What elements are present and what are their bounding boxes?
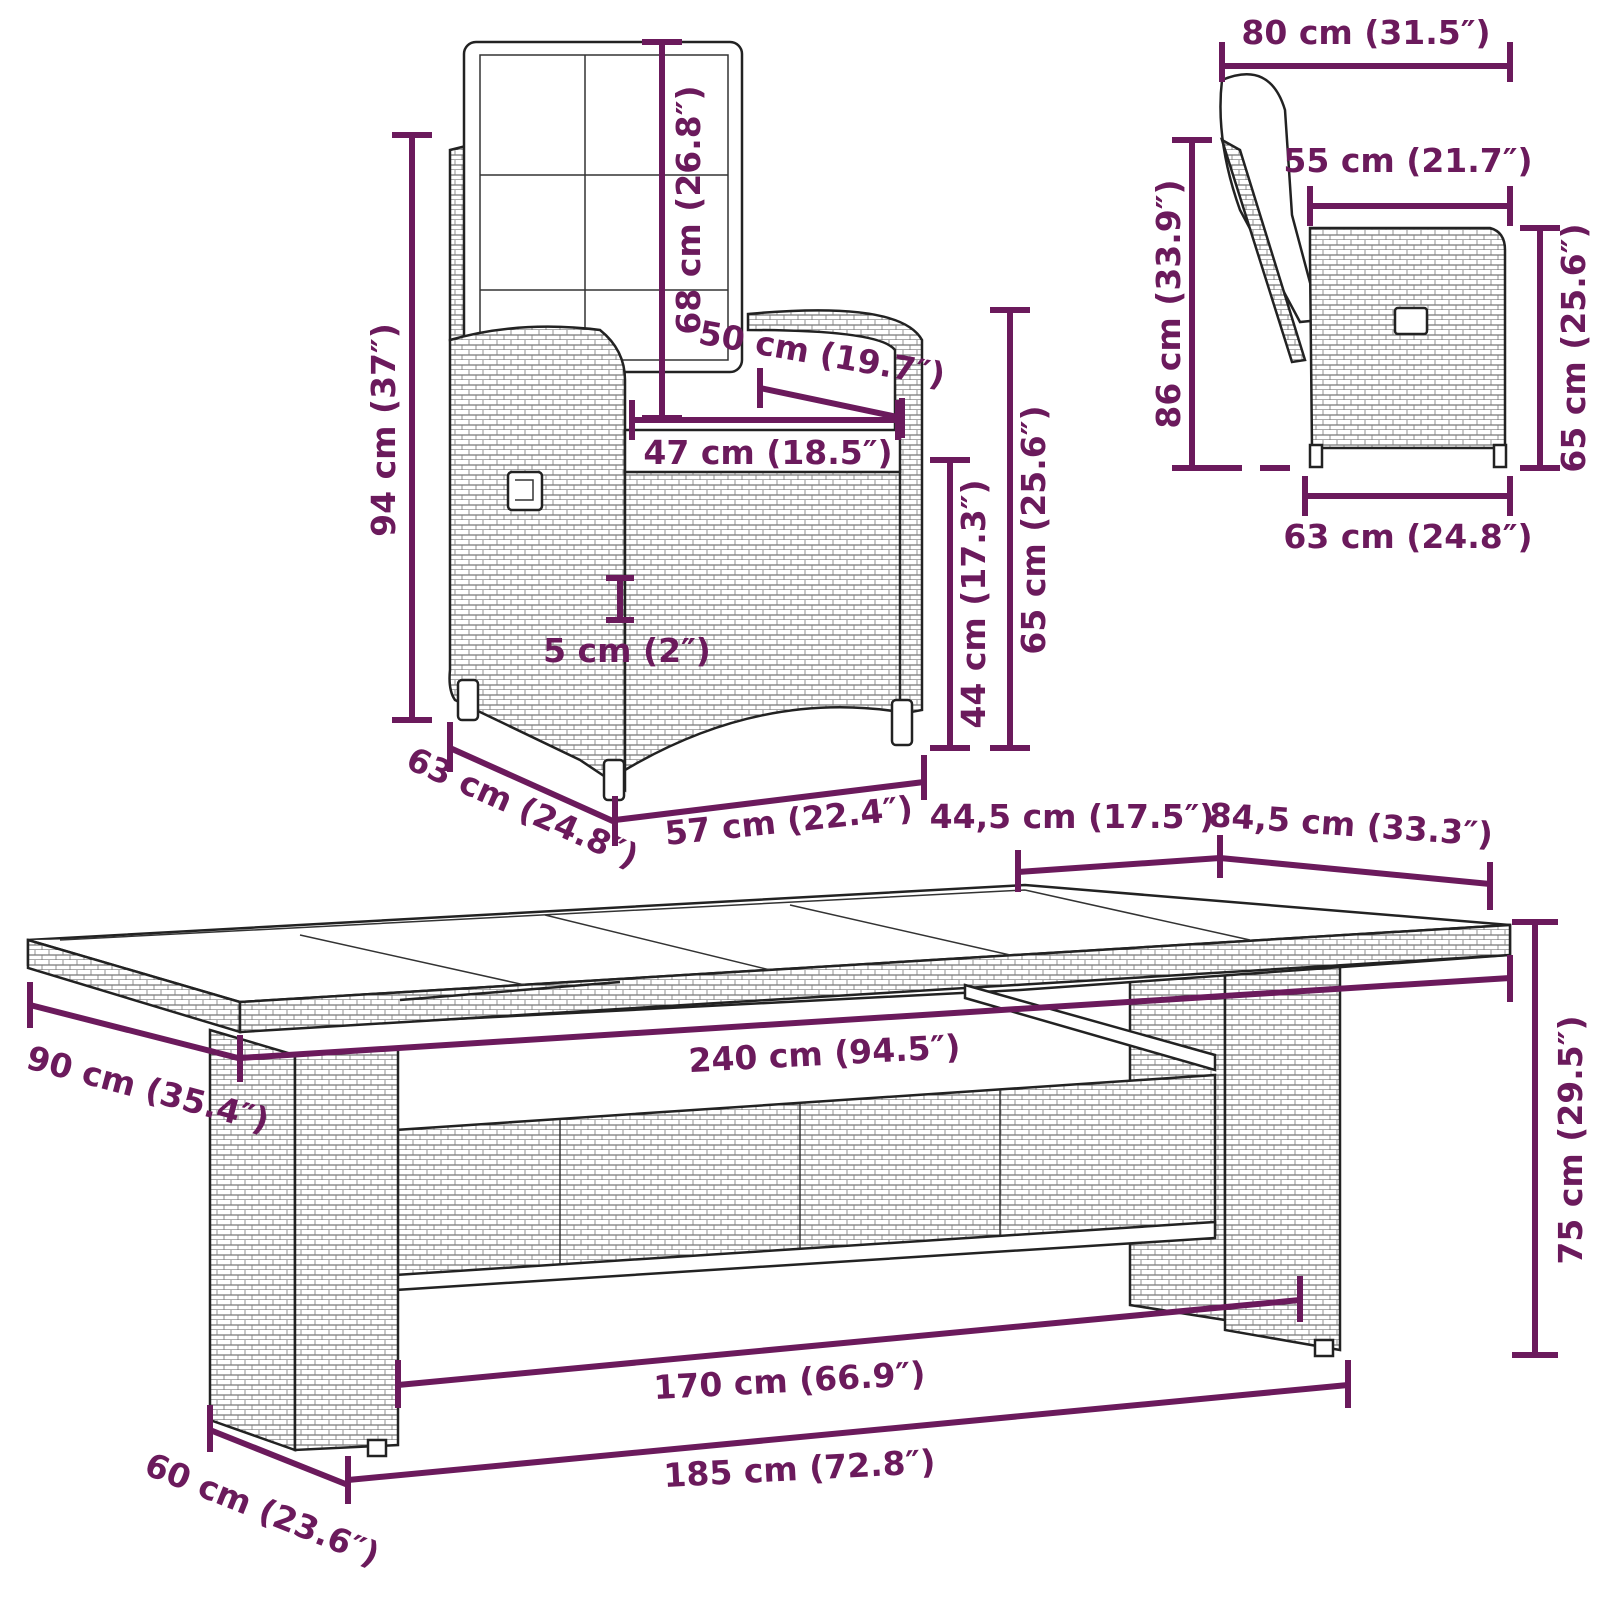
recline-handle-side-icon <box>1393 306 1429 336</box>
base-length-label: 185 cm (72.8″) <box>662 1442 936 1495</box>
chair-height-label: 94 cm (37″) <box>364 323 403 537</box>
glass-panel-width-label: 44,5 cm (17.5″) <box>930 797 1215 836</box>
table-drawing <box>26 883 1512 1458</box>
seat-width-label: 47 cm (18.5″) <box>643 433 892 472</box>
backrest-height-label: 68 cm (26.8″) <box>669 85 708 334</box>
inner-leg-span-label: 170 cm (66.9″) <box>652 1354 926 1407</box>
armrest-height-label: 65 cm (25.6″) <box>1014 405 1053 654</box>
recline-seat-depth-label: 55 cm (21.7″) <box>1283 141 1532 180</box>
recline-armrest-height-label: 65 cm (25.6″) <box>1554 223 1593 472</box>
chair-side-drawing <box>1219 73 1508 469</box>
recline-length-label: 80 cm (31.5″) <box>1241 13 1490 52</box>
table-length-label: 240 cm (94.5″) <box>687 1027 961 1080</box>
chair-side-dimensions: 80 cm (31.5″) 55 cm (21.7″) 86 cm (33.9″… <box>1149 13 1593 556</box>
seat-height-label: 44 cm (17.3″) <box>954 479 993 728</box>
recline-base-depth-label: 63 cm (24.8″) <box>1283 517 1532 556</box>
recline-height-label: 86 cm (33.9″) <box>1149 179 1188 428</box>
recline-handle-icon <box>506 470 544 512</box>
seat-thickness-label: 5 cm (2″) <box>543 631 711 670</box>
glass-panel-length-label: 84,5 cm (33.3″) <box>1207 795 1494 854</box>
chair-front-drawing <box>448 40 924 802</box>
table-height-label: 75 cm (29.5″) <box>1551 1015 1590 1264</box>
